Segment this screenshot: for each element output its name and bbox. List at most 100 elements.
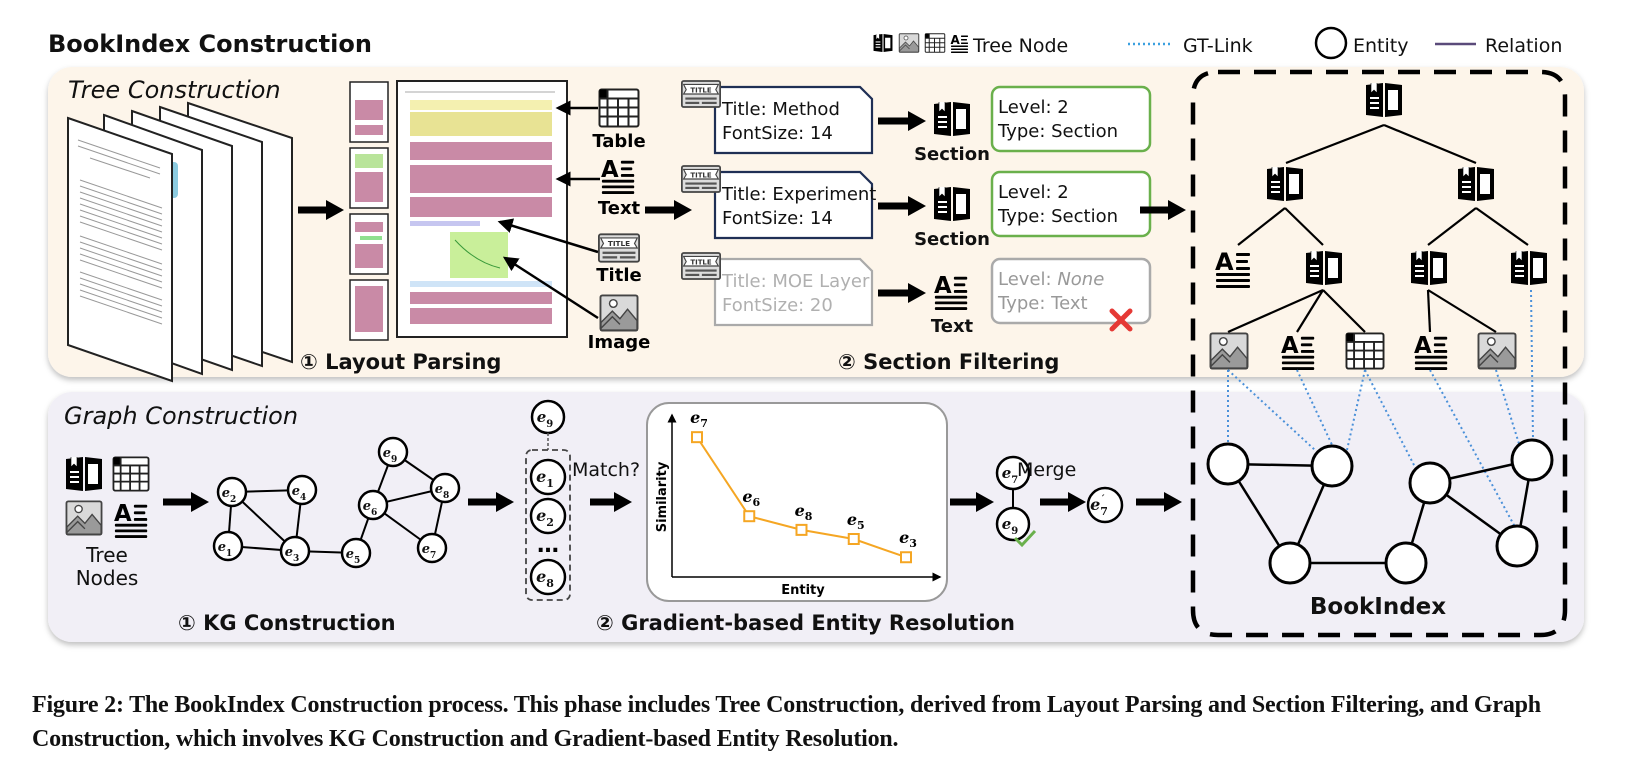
arrow-head <box>908 283 926 303</box>
entity-circle <box>212 530 244 562</box>
kg-construction-label: ① KG Construction <box>178 611 396 635</box>
tree-construction-title: Tree Construction <box>68 76 281 104</box>
table-icon <box>112 456 150 492</box>
tree-edge <box>1427 289 1497 333</box>
title-line: Title: MOE Layer <box>721 271 870 292</box>
candidate-box <box>525 449 571 601</box>
legend-text-icon <box>950 33 968 53</box>
pdf-document-stack <box>67 101 293 383</box>
tree-l2-text-icon <box>1215 248 1250 288</box>
title-icon <box>681 165 721 193</box>
title-line: Title: Experiment <box>721 184 876 205</box>
candidate-entity: e2 <box>529 497 567 535</box>
tree-edge <box>1227 288 1324 334</box>
kg-node-e4: e4 <box>286 474 318 506</box>
table-icon <box>598 88 640 128</box>
table-label: Table <box>592 131 645 152</box>
legend-entity-circle <box>1314 26 1348 60</box>
entity-node <box>1310 444 1354 488</box>
legend-gt-link-label: GT-Link <box>1183 35 1253 57</box>
tree-l3-image-icon <box>1477 332 1517 370</box>
legend-image-icon <box>898 33 920 53</box>
gt-link <box>1346 369 1366 451</box>
kg-node-e3: e3 <box>279 535 311 567</box>
title-candidate-box <box>713 170 874 240</box>
tree-edge <box>1237 207 1286 246</box>
entity-circle <box>340 537 372 569</box>
tree-edge <box>1284 207 1324 246</box>
entity-circle <box>429 472 461 504</box>
merged-entity-e7-prime: e7′ <box>1086 486 1124 524</box>
entity-resolution-label: ② Gradient-based Entity Resolution <box>596 611 1015 635</box>
type-line: Type: Section <box>997 121 1118 142</box>
data-point-e3 <box>900 551 912 564</box>
title-icon <box>598 233 640 263</box>
entity-circle <box>357 489 389 521</box>
result-label: Section <box>914 229 990 250</box>
entity-circle <box>529 458 567 496</box>
kg-node-e9: e9 <box>377 436 409 468</box>
fontsize-line: FontSize: 14 <box>722 123 833 144</box>
kg-node-e7: e7 <box>416 532 448 564</box>
level-line: Level: 2 <box>998 182 1069 203</box>
image-label: Image <box>588 332 651 353</box>
gt-link <box>1364 369 1416 468</box>
tree-edge <box>1383 123 1477 165</box>
tree-edge <box>1475 207 1529 246</box>
classification-box <box>990 85 1152 153</box>
layout-parsing-label: ① Layout Parsing <box>300 350 501 374</box>
candidate-entity: e8 <box>529 558 567 596</box>
kg-node-e6: e6 <box>357 489 389 521</box>
kg-node-e8: e8 <box>429 472 461 504</box>
result-label: Text <box>931 316 974 337</box>
title-icon <box>681 80 721 108</box>
kg-node-e1: e1 <box>212 530 244 562</box>
page-thumbnails <box>349 81 389 341</box>
image-icon <box>599 294 639 332</box>
merge-label: Merge <box>1017 459 1076 481</box>
level-line: Level: None <box>998 269 1104 290</box>
bookindex-boundary <box>1190 69 1568 638</box>
similarity-chart-frame <box>646 402 948 602</box>
tree-l3-table-icon <box>1345 332 1385 370</box>
legend-section-icon <box>873 33 893 53</box>
text-label: Text <box>598 198 641 219</box>
graph-construction-title: Graph Construction <box>64 402 298 430</box>
entity-circle <box>279 535 311 567</box>
data-point-e8 <box>795 523 808 536</box>
arrow-head <box>1068 492 1086 512</box>
y-axis-label: Similarity <box>655 461 670 532</box>
tree-edge <box>1296 289 1324 333</box>
legend-tree-node-label: Tree Node <box>972 35 1068 57</box>
figure-caption: Figure 2: The BookIndex Construction pro… <box>32 692 1541 752</box>
entity-node <box>1495 524 1539 568</box>
ellipsis: … <box>537 533 559 558</box>
tree-edge <box>1285 123 1385 165</box>
gt-link <box>1495 369 1521 448</box>
bookindex-graph <box>1206 289 1554 585</box>
result-label: Section <box>914 144 990 165</box>
entity-circle <box>1086 486 1124 524</box>
title-label: Title <box>596 265 641 286</box>
fontsize-line: FontSize: 20 <box>722 295 833 316</box>
tree-nodes-group: Tree Nodes <box>65 456 150 590</box>
kg-node-e2: e2 <box>216 476 248 508</box>
tree-nodes-label-line1: Tree <box>85 543 128 567</box>
legend: Tree Node GT-Link Entity Relation <box>873 26 1562 60</box>
entity-circle <box>416 532 448 564</box>
candidate-entity: e1 <box>529 458 567 496</box>
title-candidate-box <box>713 257 874 327</box>
legend-entity-label: Entity <box>1353 35 1408 57</box>
type-line: Type: Section <box>997 206 1118 227</box>
query-entity-e9: e9 <box>530 399 566 435</box>
title-candidate-box <box>713 85 874 155</box>
